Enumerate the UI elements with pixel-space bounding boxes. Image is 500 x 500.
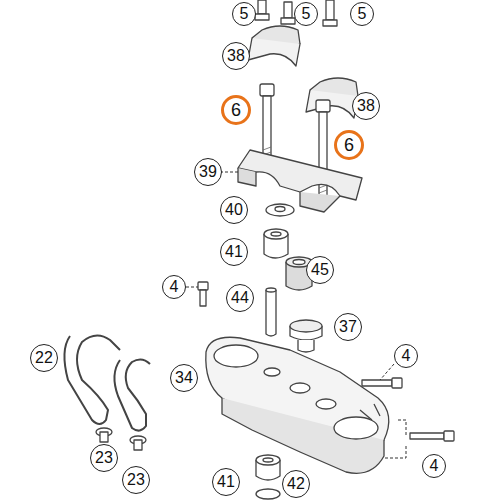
callout-number: 6 xyxy=(334,130,364,160)
callout-number: 22 xyxy=(30,344,58,372)
callout-number: 41 xyxy=(212,468,240,496)
callout-number: 38 xyxy=(222,42,250,70)
triple-clamp xyxy=(206,337,389,473)
callout-number: 39 xyxy=(194,158,222,186)
callout-number: 42 xyxy=(282,470,310,498)
callout-number: 23 xyxy=(90,444,118,472)
leader-line xyxy=(186,172,406,458)
washer xyxy=(266,204,294,216)
callout-number: 40 xyxy=(220,196,248,224)
callout-number: 45 xyxy=(306,256,334,284)
bushing xyxy=(256,455,280,480)
bolt-5 xyxy=(255,0,337,26)
callout-number: 6 xyxy=(221,95,251,125)
callout-number: 4 xyxy=(162,275,186,299)
callout-number: 41 xyxy=(220,238,248,266)
callout-number: 5 xyxy=(232,2,256,26)
callout-number: 38 xyxy=(352,92,380,120)
handlebar-base xyxy=(238,150,362,212)
callout-number: 34 xyxy=(170,364,198,392)
steering-nut xyxy=(290,320,322,352)
callout-number: 37 xyxy=(334,313,362,341)
callout-number: 4 xyxy=(394,344,418,368)
wire-clip xyxy=(64,335,150,430)
callout-number: 5 xyxy=(294,2,318,26)
clamp-bolt xyxy=(362,378,454,441)
bolt xyxy=(198,282,208,306)
washer xyxy=(256,489,280,499)
callout-number: 4 xyxy=(422,454,446,478)
pin xyxy=(266,288,276,336)
callout-number: 44 xyxy=(226,284,254,312)
callout-number: 23 xyxy=(122,466,150,494)
callout-number: 5 xyxy=(350,2,374,26)
bushing xyxy=(264,229,288,258)
